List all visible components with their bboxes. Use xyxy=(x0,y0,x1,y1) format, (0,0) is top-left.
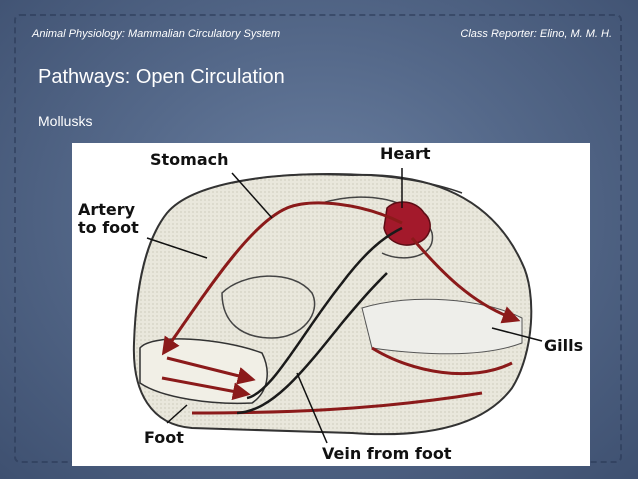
label-heart: Heart xyxy=(380,144,431,163)
header-bar: Animal Physiology: Mammalian Circulatory… xyxy=(28,24,618,44)
label-vein-from-foot: Vein from foot xyxy=(322,444,452,463)
reporter-name: Class Reporter: Elino, M. M. H. xyxy=(460,28,612,40)
slide-title: Pathways: Open Circulation xyxy=(38,66,285,88)
label-stomach: Stomach xyxy=(150,150,229,169)
mollusk-diagram: Stomach Heart Artery to foot Gills Foot … xyxy=(72,143,590,466)
label-artery-line2: to foot xyxy=(78,218,139,237)
label-artery-line1: Artery xyxy=(78,200,136,219)
slide-subtitle: Mollusks xyxy=(38,113,93,129)
label-gills: Gills xyxy=(544,336,584,355)
label-foot: Foot xyxy=(144,428,184,447)
course-title: Animal Physiology: Mammalian Circulatory… xyxy=(32,28,281,40)
mollusk-illustration xyxy=(132,168,543,444)
